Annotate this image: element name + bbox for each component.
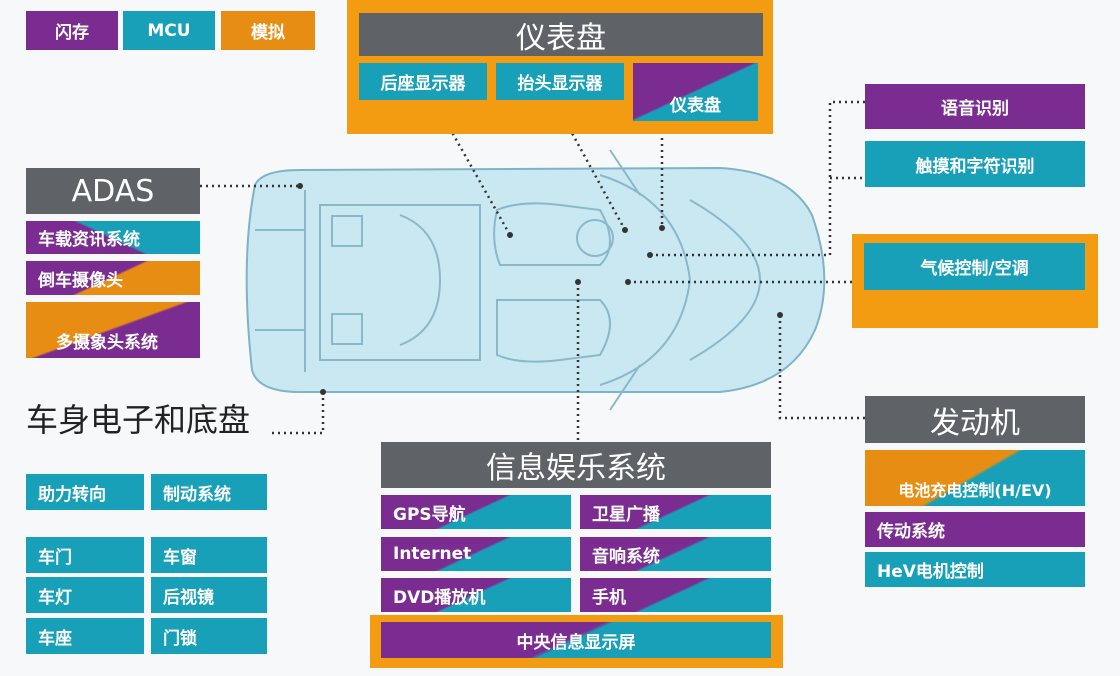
legend-flash-label: 闪存 xyxy=(55,23,89,43)
rear-display-label: 后座显示器 xyxy=(380,74,466,94)
body-item-brake: 制动系统 xyxy=(151,474,267,510)
climate-box: 气候控制/空调 xyxy=(864,243,1085,290)
battery-charge-label: 电池充电控制(H/EV) xyxy=(898,481,1052,500)
body-item-door: 车门 xyxy=(26,537,144,573)
battery-charge-box: 电池充电控制(H/EV) xyxy=(865,450,1085,506)
voice-recognition-box: 语音识别 xyxy=(865,84,1085,129)
adas-title-label: ADAS xyxy=(71,173,155,209)
satellite-radio-label: 卫星广播 xyxy=(592,504,660,525)
body-item-door-lock: 门锁 xyxy=(151,618,267,654)
cluster-title: 仪表盘 xyxy=(359,13,763,56)
internet-box: Internet xyxy=(381,537,571,571)
rear-camera-box: 倒车摄像头 xyxy=(26,261,200,295)
legend-mcu-label: MCU xyxy=(147,20,191,41)
touch-recognition-box: 触摸和字符识别 xyxy=(865,141,1085,187)
cluster-title-label: 仪表盘 xyxy=(516,20,606,56)
instrument-box: 仪表盘 xyxy=(633,63,758,121)
body-item-window: 车窗 xyxy=(151,537,267,573)
engine-title: 发动机 xyxy=(865,396,1085,443)
body-item-label: 车门 xyxy=(38,547,72,568)
dvd-player-box: DVD播放机 xyxy=(381,578,571,612)
central-display-box: 中央信息显示屏 xyxy=(381,622,771,658)
hud-box: 抬头显示器 xyxy=(496,63,624,100)
central-display-label: 中央信息显示屏 xyxy=(516,632,636,653)
legend-analog: 模拟 xyxy=(221,11,315,50)
infotainment-title: 信息娱乐系统 xyxy=(381,442,771,488)
gps-label: GPS导航 xyxy=(393,504,466,525)
hud-label: 抬头显示器 xyxy=(517,74,603,94)
hev-motor-label: HeV电机控制 xyxy=(877,562,984,582)
adas-title: ADAS xyxy=(26,168,200,214)
body-item-label: 后视镜 xyxy=(163,587,214,608)
instrument-label: 仪表盘 xyxy=(670,95,721,116)
multi-camera-box: 多摄象头系统 xyxy=(26,302,200,358)
audio-system-box: 音响系统 xyxy=(580,537,771,571)
transmission-label: 传动系统 xyxy=(877,522,945,542)
rear-display-box: 后座显示器 xyxy=(359,63,487,100)
telematics-box: 车载资讯系统 xyxy=(26,221,200,254)
rear-camera-label: 倒车摄像头 xyxy=(38,270,123,291)
body-item-power-steering: 助力转向 xyxy=(26,474,144,510)
touch-recognition-label: 触摸和字符识别 xyxy=(915,156,1035,177)
legend-flash: 闪存 xyxy=(26,11,118,50)
climate-label: 气候控制/空调 xyxy=(920,259,1029,279)
legend-analog-label: 模拟 xyxy=(251,23,285,43)
body-item-label: 车座 xyxy=(38,628,72,649)
satellite-radio-box: 卫星广播 xyxy=(580,495,771,529)
body-chassis-title-label: 车身电子和底盘 xyxy=(26,401,251,439)
legend-mcu: MCU xyxy=(123,11,215,50)
phone-box: 手机 xyxy=(580,578,771,612)
multi-camera-label: 多摄象头系统 xyxy=(56,332,158,353)
body-chassis-title: 车身电子和底盘 xyxy=(26,395,276,441)
voice-recognition-label: 语音识别 xyxy=(941,99,1009,119)
dvd-player-label: DVD播放机 xyxy=(393,587,486,608)
infotainment-title-label: 信息娱乐系统 xyxy=(486,451,666,486)
body-item-label: 助力转向 xyxy=(38,484,106,505)
body-item-seat: 车座 xyxy=(26,618,144,654)
internet-label: Internet xyxy=(393,544,472,564)
hev-motor-box: HeV电机控制 xyxy=(865,552,1085,587)
engine-title-label: 发动机 xyxy=(930,405,1020,441)
telematics-label: 车载资讯系统 xyxy=(38,230,140,250)
body-item-mirror: 后视镜 xyxy=(151,577,267,613)
body-item-label: 制动系统 xyxy=(163,484,231,505)
phone-label: 手机 xyxy=(592,587,626,608)
body-item-lights: 车灯 xyxy=(26,577,144,613)
transmission-box: 传动系统 xyxy=(865,512,1085,547)
audio-system-label: 音响系统 xyxy=(592,546,660,567)
body-item-label: 车窗 xyxy=(163,547,197,568)
gps-box: GPS导航 xyxy=(381,495,571,529)
body-item-label: 车灯 xyxy=(38,587,72,608)
body-item-label: 门锁 xyxy=(163,628,197,649)
